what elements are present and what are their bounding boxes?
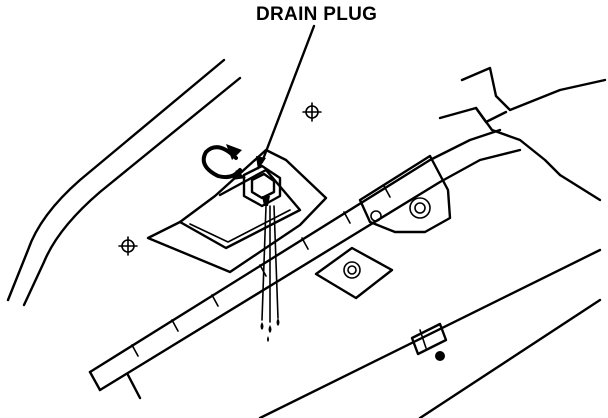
rotation-arrow-icon — [201, 144, 246, 180]
oil-drip-stream — [261, 205, 279, 323]
left-body-panel — [6, 58, 242, 307]
locator-mark-icon — [118, 102, 322, 256]
crossmember — [358, 154, 452, 234]
oil-pan — [146, 148, 328, 274]
drain-plug — [242, 164, 282, 208]
lower-floor-panel — [258, 248, 602, 418]
drain-plug-callout-label: DRAIN PLUG — [256, 4, 378, 25]
service-plate — [314, 246, 394, 300]
upper-right-bracket — [438, 66, 607, 202]
rail-clips — [131, 185, 391, 357]
callout-leader-line — [256, 24, 316, 170]
drip-drops-icon — [260, 318, 280, 342]
frame-rail — [88, 128, 522, 400]
